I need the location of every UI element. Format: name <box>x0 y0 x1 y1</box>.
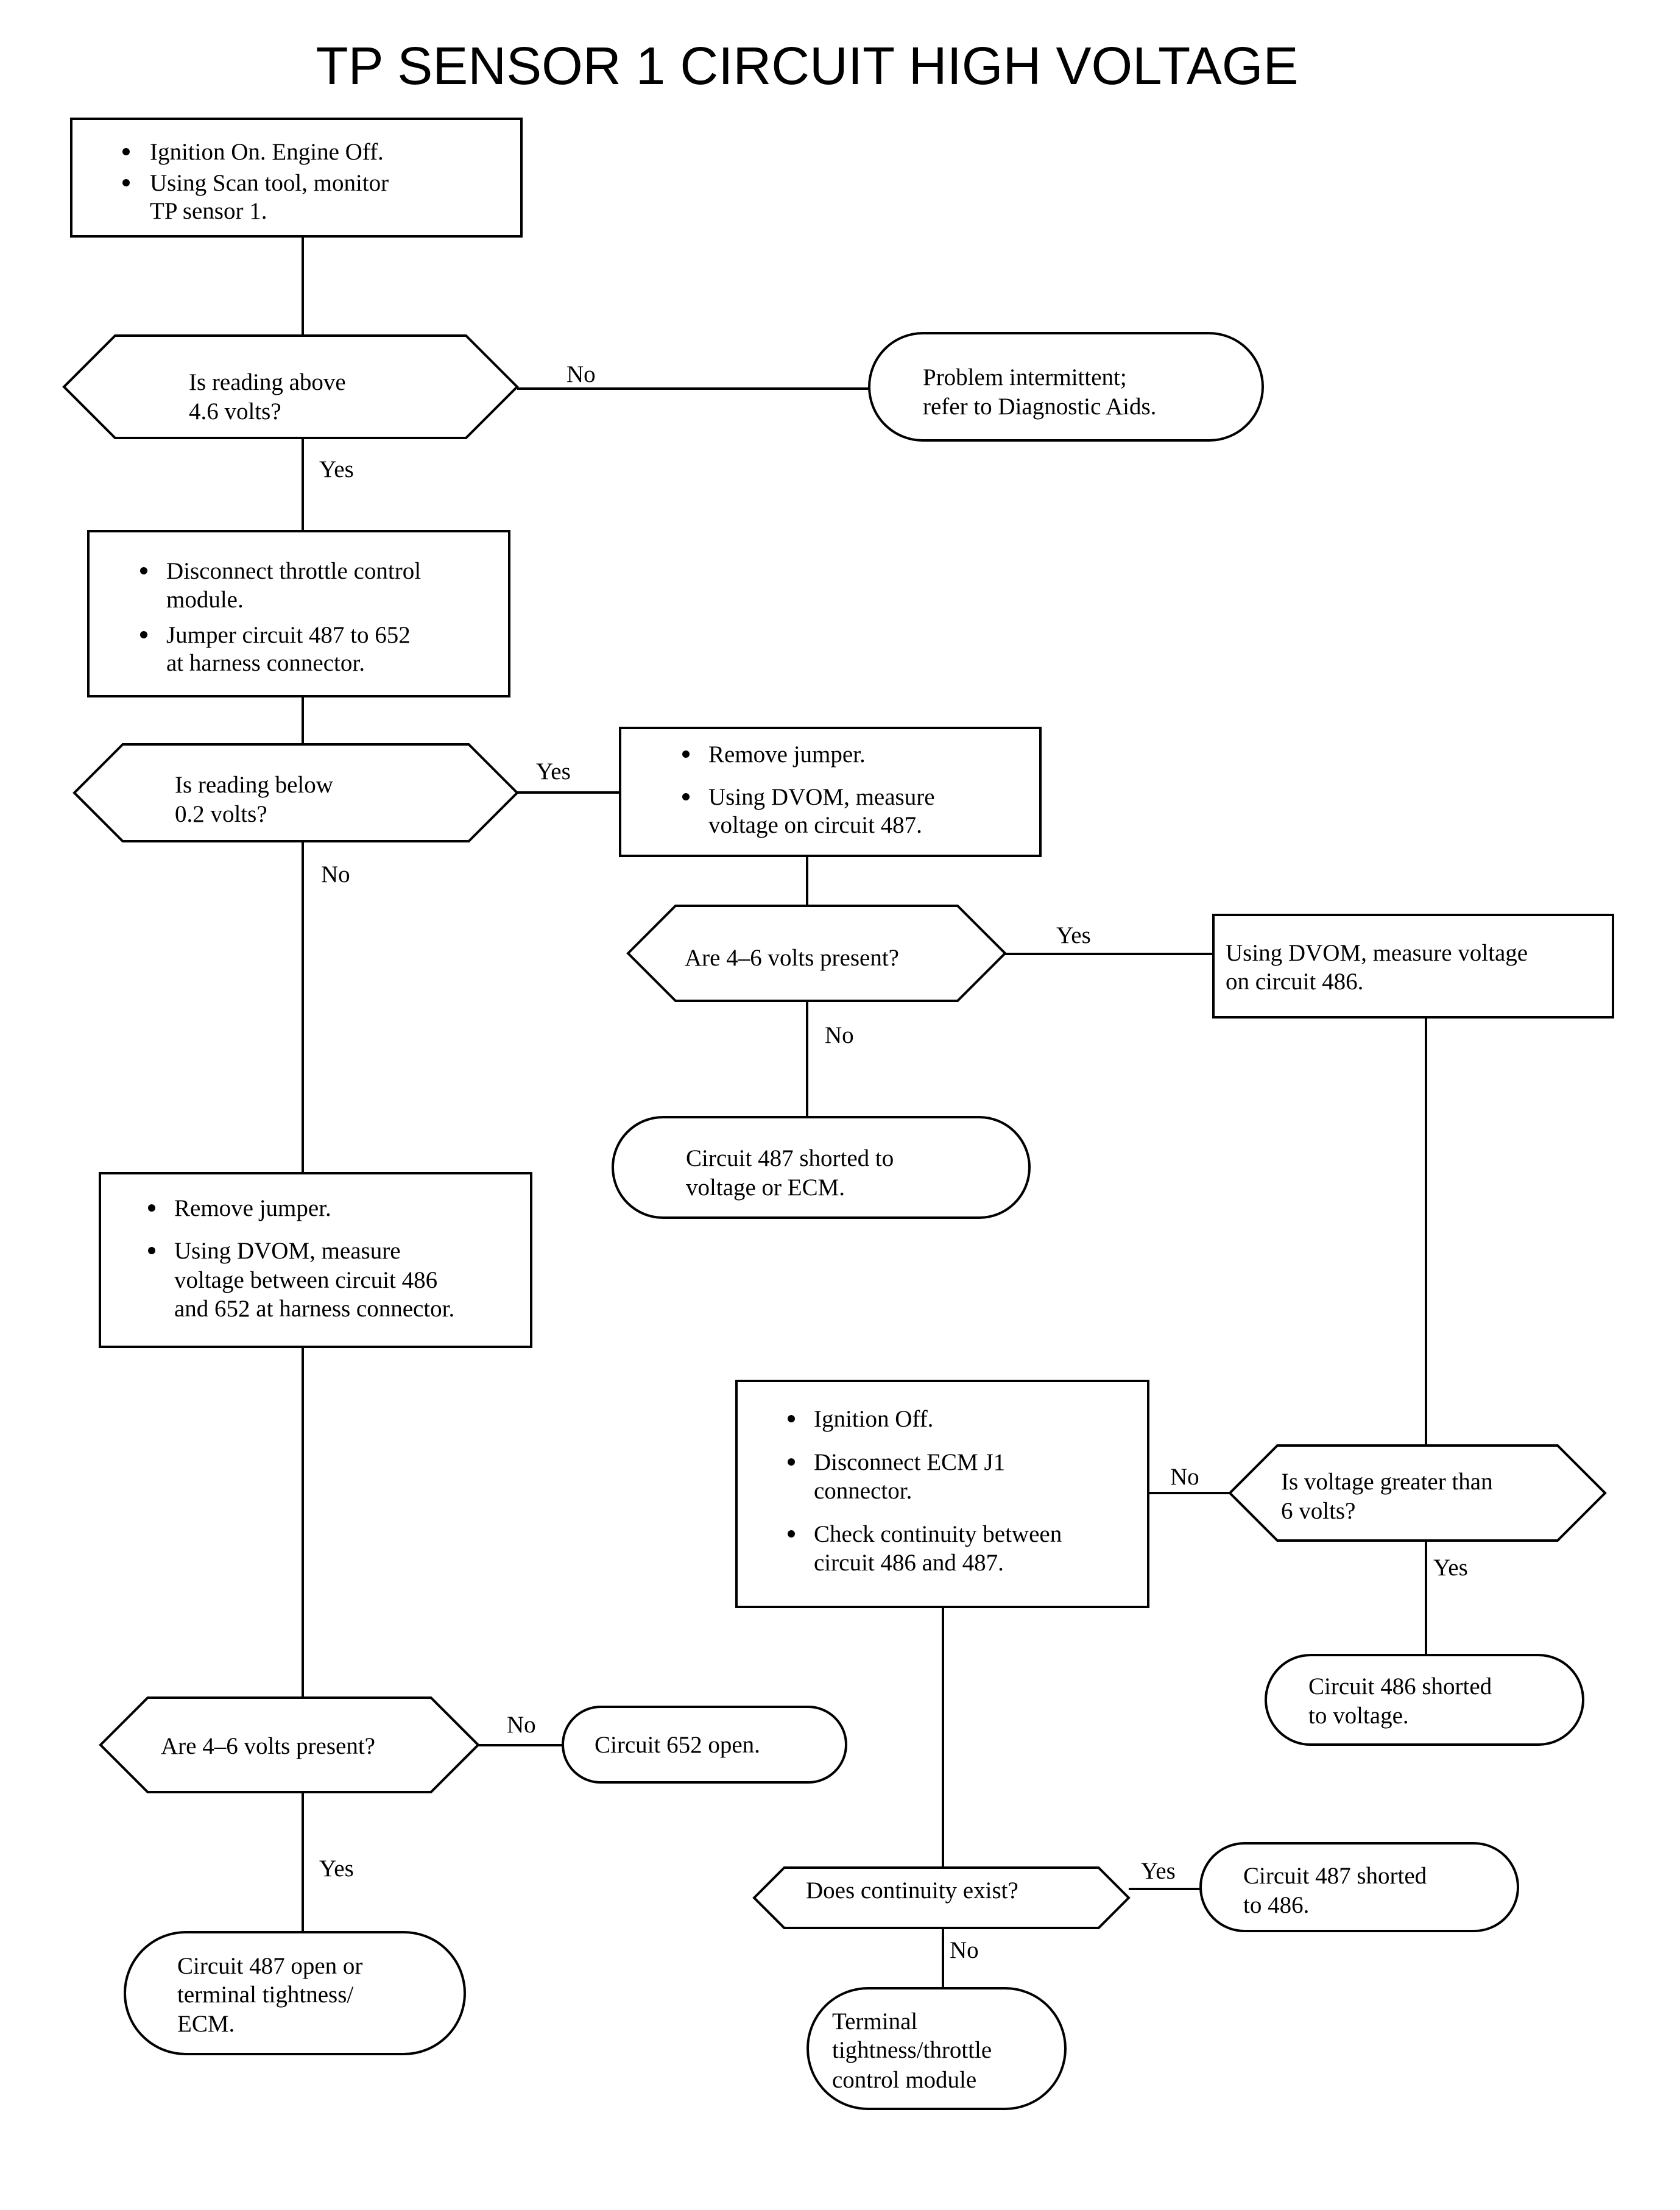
q-below-text-line-2: 0.2 volts? <box>175 801 267 827</box>
remove1-box <box>619 727 1042 857</box>
bullet-icon <box>682 793 690 800</box>
measure486-text-line-1: Using DVOM, measure voltage <box>1226 940 1528 966</box>
edge-label-continuity-no: No <box>950 1937 979 1963</box>
terminal-text-line-1: Terminal <box>832 2008 917 2035</box>
q-below-decision <box>72 743 519 842</box>
edge-label-present1-yes: Yes <box>1056 922 1091 948</box>
edge-label-present2-yes: Yes <box>319 1855 354 1882</box>
connectors <box>302 236 1427 1988</box>
jumper-text-line-2: module. <box>166 587 244 613</box>
ign-off-box <box>735 1380 1149 1608</box>
remove1-text-line-2: Using DVOM, measure <box>708 784 935 810</box>
q-present2-text-line-1: Are 4–6 volts present? <box>161 1733 375 1759</box>
q-greater-decision <box>1228 1444 1607 1542</box>
bullet-icon <box>140 631 147 638</box>
c487-open-text-line-2: terminal tightness/ <box>177 1982 353 2008</box>
edge-label-greater-no: No <box>1170 1464 1199 1490</box>
c652-open-text-line-1: Circuit 652 open. <box>595 1732 760 1758</box>
bullet-icon <box>122 148 130 155</box>
measure486-text-line-2: on circuit 486. <box>1226 969 1363 995</box>
bullet-icon <box>682 750 690 758</box>
remove2-text-line-2: Using DVOM, measure <box>174 1238 401 1264</box>
c487-voltage-text-line-1: Circuit 487 shorted to <box>686 1145 894 1171</box>
bullet-icon <box>148 1204 155 1212</box>
remove2-text-line-4: and 652 at harness connector. <box>174 1296 454 1322</box>
bullet-icon <box>148 1247 155 1254</box>
ign-off-text-line-2: Disconnect ECM J1 <box>814 1449 1005 1475</box>
q-above-text-line-1: Is reading above <box>189 369 346 395</box>
terminal-text-line-2: tightness/throttle <box>832 2037 992 2063</box>
c487-open-terminal <box>124 1931 466 2055</box>
q-present2-decision <box>99 1696 480 1793</box>
terminal-text-line-3: control module <box>832 2067 976 2093</box>
remove1-text-line-3: voltage on circuit 487. <box>708 812 922 838</box>
bullet-icon <box>122 179 130 186</box>
jumper-text-line-4: at harness connector. <box>166 650 365 676</box>
intermittent-terminal <box>868 332 1264 442</box>
ign-off-text-line-3: connector. <box>814 1478 912 1504</box>
start-box <box>70 118 523 238</box>
ign-off-text-line-1: Ignition Off. <box>814 1406 933 1432</box>
c652-open-terminal <box>562 1706 847 1784</box>
terminal-terminal <box>806 1987 1067 2110</box>
bullet-icon <box>788 1458 795 1466</box>
remove2-text-line-3: voltage between circuit 486 <box>174 1267 437 1293</box>
q-above-text-line-2: 4.6 volts? <box>189 398 281 425</box>
c487-open-text-line-3: ECM. <box>177 2011 235 2037</box>
edge-label-below-no: No <box>321 861 350 888</box>
c486-voltage-text-line-1: Circuit 486 shorted <box>1308 1673 1492 1700</box>
q-greater-text-line-1: Is voltage greater than <box>1281 1469 1493 1495</box>
q-below-text-line-1: Is reading below <box>175 772 333 798</box>
q-present1-decision <box>626 905 1007 1002</box>
remove1-text-line-1: Remove jumper. <box>708 741 866 768</box>
c487-486-terminal <box>1199 1842 1519 1932</box>
ign-off-text-line-5: circuit 486 and 487. <box>814 1550 1004 1576</box>
c487-voltage-terminal <box>612 1116 1031 1219</box>
jumper-box <box>87 530 510 697</box>
edge-label-greater-yes: Yes <box>1433 1555 1468 1581</box>
q-present1-text-line-1: Are 4–6 volts present? <box>685 945 899 971</box>
shapes <box>62 118 1614 2110</box>
edge-label-below-yes: Yes <box>536 758 571 785</box>
edge-label-above-no: No <box>566 361 596 387</box>
c486-voltage-text-line-2: to voltage. <box>1308 1703 1409 1729</box>
edge-label-present1-no: No <box>825 1022 854 1048</box>
q-continuity-text-line-1: Does continuity exist? <box>806 1877 1018 1904</box>
c487-voltage-text-line-2: voltage or ECM. <box>686 1174 845 1201</box>
c487-486-text-line-2: to 486. <box>1243 1892 1309 1918</box>
texts: TP SENSOR 1 CIRCUIT HIGH VOLTAGE Ignition… <box>122 37 1528 2093</box>
c486-voltage-terminal <box>1265 1654 1584 1746</box>
c487-open-text-line-1: Circuit 487 open or <box>177 1953 362 1979</box>
edge-label-above-yes: Yes <box>319 456 354 482</box>
page-title: TP SENSOR 1 CIRCUIT HIGH VOLTAGE <box>316 37 1298 96</box>
measure486-box <box>1212 914 1614 1019</box>
edge-label-present2-no: No <box>507 1712 536 1738</box>
q-continuity-decision <box>752 1866 1131 1929</box>
start-text-line-3: TP sensor 1. <box>150 198 267 224</box>
edge-label-continuity-yes: Yes <box>1141 1858 1176 1884</box>
start-text-line-2: Using Scan tool, monitor <box>150 170 389 196</box>
remove2-box <box>99 1172 532 1348</box>
bullet-icon <box>788 1530 795 1537</box>
remove2-text-line-1: Remove jumper. <box>174 1195 331 1221</box>
start-text-line-1: Ignition On. Engine Off. <box>150 139 384 165</box>
c487-486-text-line-1: Circuit 487 shorted <box>1243 1863 1427 1889</box>
bullet-icon <box>788 1415 795 1422</box>
bullet-icon <box>140 567 147 574</box>
intermittent-text-line-2: refer to Diagnostic Aids. <box>923 394 1156 420</box>
q-greater-text-line-2: 6 volts? <box>1281 1498 1355 1524</box>
intermittent-text-line-1: Problem intermittent; <box>923 364 1127 390</box>
ign-off-text-line-4: Check continuity between <box>814 1521 1062 1547</box>
q-above-decision <box>62 334 519 439</box>
jumper-text-line-3: Jumper circuit 487 to 652 <box>166 622 411 648</box>
jumper-text-line-1: Disconnect throttle control <box>166 558 421 584</box>
